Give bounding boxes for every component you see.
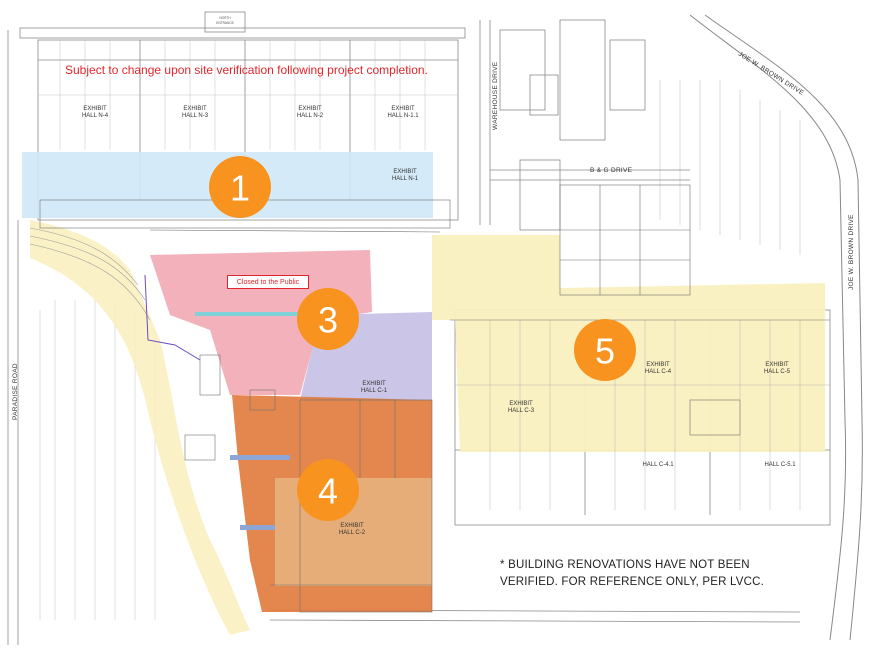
svg-text:EXHIBIT: EXHIBIT	[340, 523, 364, 529]
renovation-footnote: * BUILDING RENOVATIONS HAVE NOT BEEN VER…	[500, 557, 764, 591]
hall-label-c3: EXHIBIT HALL C-3	[508, 401, 535, 414]
zone-marker-3-circle	[297, 288, 359, 350]
svg-text:EXHIBIT: EXHIBIT	[393, 169, 417, 175]
zone-marker-5: 5	[574, 319, 636, 381]
zone-marker-5-label: 5	[595, 331, 615, 372]
site-verification-notice: Subject to change upon site verification…	[65, 63, 428, 77]
closed-to-public-label: Closed to the Public	[227, 275, 309, 289]
hall-label-n4: EXHIBIT HALL N-4	[82, 106, 109, 119]
road-label-bg: B & G DRIVE	[590, 167, 633, 174]
zone-marker-1-circle	[209, 156, 271, 218]
corridor-strip-1	[195, 312, 305, 316]
svg-text:EXHIBIT: EXHIBIT	[183, 106, 207, 112]
hall-label-n1: EXHIBIT HALL N-1	[392, 169, 419, 182]
svg-text:EXHIBIT: EXHIBIT	[391, 106, 415, 112]
west-ramp-area	[30, 220, 250, 635]
svg-text:HALL C-5: HALL C-5	[764, 369, 791, 375]
zone-marker-3: 3	[297, 288, 359, 350]
north-entrance-label-2: ENTRANCE	[216, 21, 234, 25]
west-ramp-lines	[29, 227, 151, 321]
base-plan	[7, 11, 863, 645]
hall-grid	[455, 320, 830, 510]
hall-label-c51: HALL C-5.1	[764, 462, 796, 468]
corridor-strip-2	[240, 525, 275, 530]
svg-text:HALL C-3: HALL C-3	[508, 408, 535, 414]
zone-marker-4-circle	[297, 459, 359, 521]
corridor-strip-3	[230, 455, 290, 460]
road-label-joe-right: JOE W. BROWN DRIVE	[848, 214, 855, 290]
footnote-line-2: VERIFIED. FOR REFERENCE ONLY, PER LVCC.	[500, 576, 765, 588]
road-label-joe-top: JOE W. BROWN DRIVE	[737, 51, 805, 97]
svg-text:EXHIBIT: EXHIBIT	[83, 106, 107, 112]
hall-label-n3: EXHIBIT HALL N-3	[182, 106, 209, 119]
hall-label-c5: EXHIBIT HALL C-5	[764, 362, 791, 375]
zone-marker-1: 1	[209, 156, 271, 218]
zone-marker-4-label: 4	[318, 471, 338, 512]
svg-text:EXHIBIT: EXHIBIT	[646, 362, 670, 368]
svg-text:HALL N-3: HALL N-3	[182, 113, 209, 119]
svg-text:HALL N-1.1: HALL N-1.1	[387, 113, 419, 119]
north-entrance-label-1: NORTH	[219, 16, 231, 20]
svg-text:EXHIBIT: EXHIBIT	[362, 381, 386, 387]
hall-label-c41: HALL C-4.1	[642, 462, 674, 468]
road-label-paradise: PARADISE ROAD	[12, 363, 19, 420]
hall-label-n2: EXHIBIT HALL N-2	[297, 106, 324, 119]
hall-label-n11: EXHIBIT HALL N-1.1	[387, 106, 419, 119]
footnote-line-1: * BUILDING RENOVATIONS HAVE NOT BEEN	[500, 559, 750, 571]
svg-text:EXHIBIT: EXHIBIT	[298, 106, 322, 112]
svg-text:EXHIBIT: EXHIBIT	[765, 362, 789, 368]
zone-marker-4: 4	[297, 459, 359, 521]
closed-area-outline	[144, 274, 201, 361]
interior-linework	[39, 184, 830, 613]
zone-marker-5-circle	[574, 319, 636, 381]
svg-text:HALL C-4: HALL C-4	[645, 369, 672, 375]
zone-marker-1-label: 1	[230, 168, 250, 209]
hall-label-c2: EXHIBIT HALL C-2	[339, 523, 366, 536]
svg-text:HALL C-2: HALL C-2	[339, 530, 366, 536]
svg-text:HALL N-2: HALL N-2	[297, 113, 324, 119]
svg-text:HALL N-4: HALL N-4	[82, 113, 109, 119]
hall-label-c4: EXHIBIT HALL C-4	[645, 362, 672, 375]
road-label-warehouse: WAREHOUSE DRIVE	[492, 61, 499, 130]
zone-3-pink-area	[150, 250, 372, 395]
svg-text:HALL N-1: HALL N-1	[392, 176, 419, 182]
svg-text:EXHIBIT: EXHIBIT	[509, 401, 533, 407]
svg-text:HALL C-1: HALL C-1	[361, 388, 388, 394]
zone-marker-3-label: 3	[318, 300, 338, 341]
hall-label-c1: EXHIBIT HALL C-1	[361, 381, 388, 394]
